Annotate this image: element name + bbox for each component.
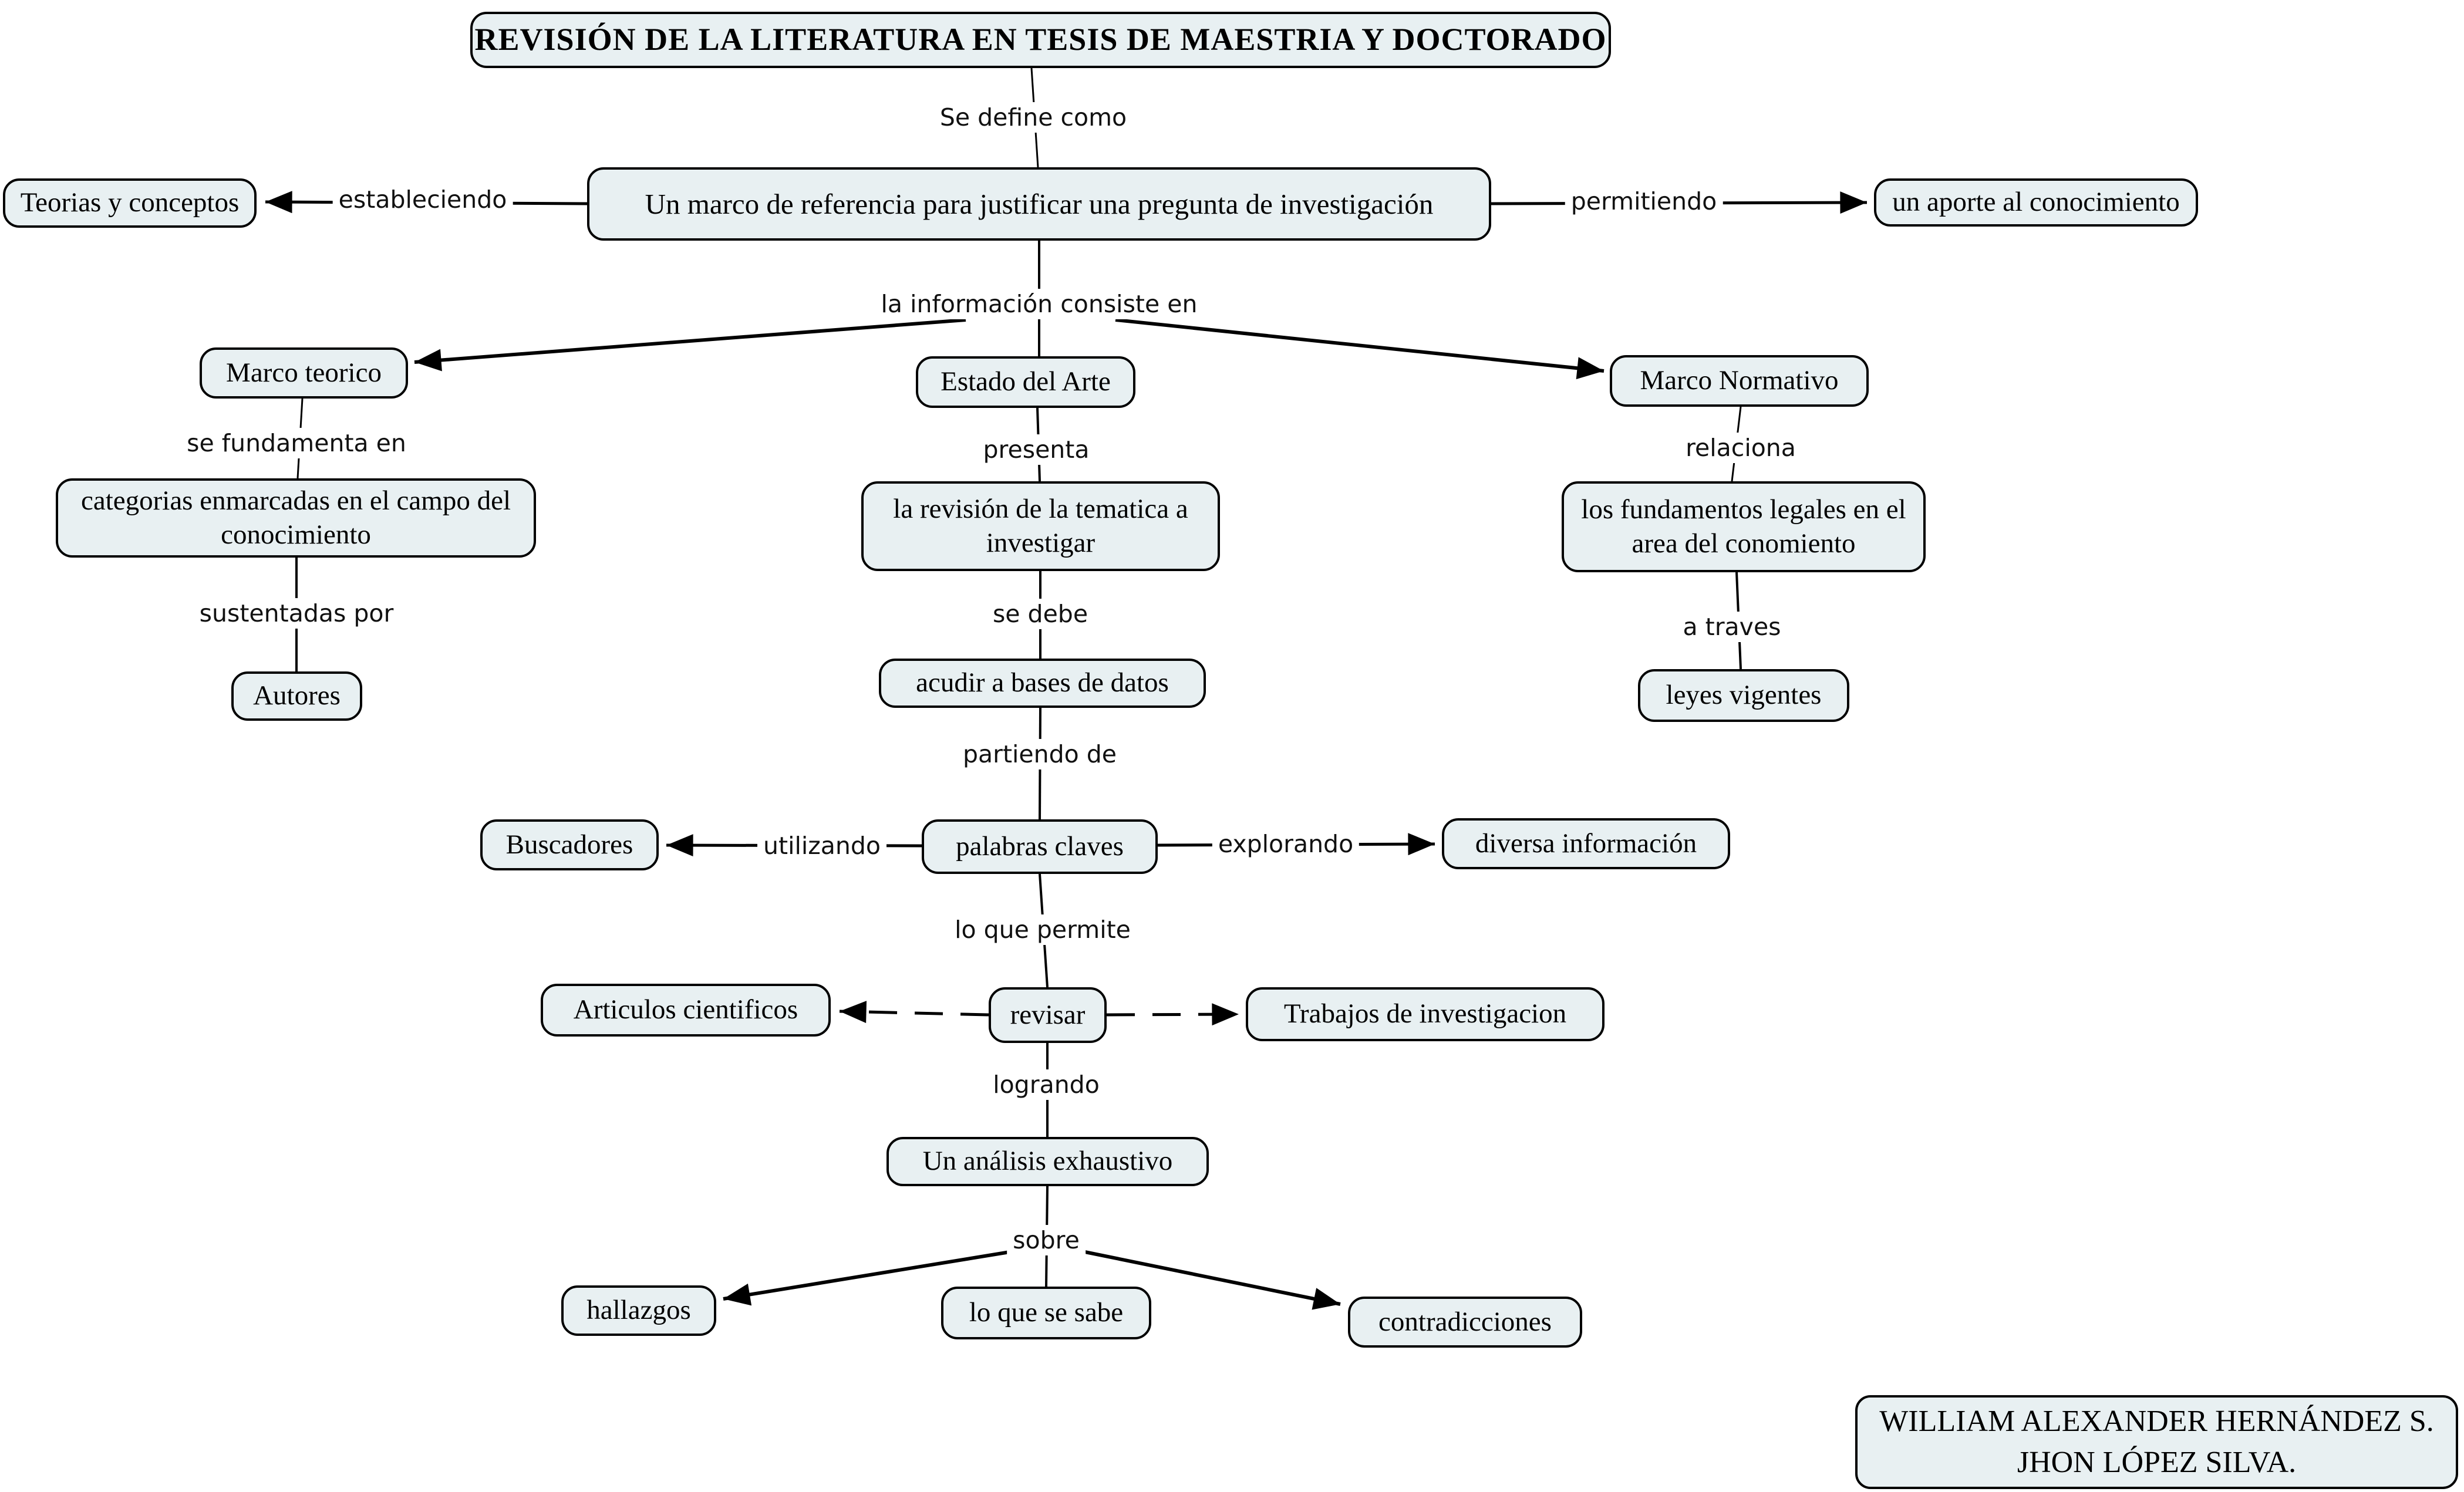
connector-arrow [723,1250,1010,1306]
node-contradicciones: contradicciones [1348,1297,1582,1348]
edge-label-relaciona: relaciona [1680,433,1802,463]
node-autores: Autores [231,671,362,721]
node-main-definition: Un marco de referencia para justificar u… [587,167,1491,241]
edge-label-permitiendo: permitiendo [1565,186,1723,217]
node-hallazgos: hallazgos [561,1285,716,1336]
node-leyes-vigentes: leyes vigentes [1638,669,1849,722]
node-buscadores: Buscadores [480,819,659,870]
edge-label-presenta: presenta [977,434,1096,465]
edge-label-la-informacion: la información consiste en [875,289,1204,319]
node-revision-tematica: la revisión de la tematica a investigar [861,481,1220,571]
edge-label-se-define-como: Se define como [933,102,1133,133]
node-trabajos-investigacion: Trabajos de investigacion [1246,987,1605,1041]
node-marco-normativo: Marco Normativo [1610,355,1869,407]
node-acudir-bases-datos: acudir a bases de datos [879,659,1206,708]
edge-label-partiendo: partiendo de [956,739,1123,769]
node-marco-teorico: Marco teorico [200,347,408,399]
edge-label-logrando: logrando [987,1069,1105,1100]
node-analisis-exhaustivo: Un análisis exhaustivo [886,1137,1209,1186]
credits-line-1: WILLIAM ALEXANDER HERNÁNDEZ S. [1879,1404,2434,1438]
credits-box: WILLIAM ALEXANDER HERNÁNDEZ S. JHON LÓPE… [1855,1395,2458,1489]
connector-arrow [1084,1250,1341,1310]
node-lo-que-se-sabe: lo que se sabe [941,1287,1151,1339]
credits-line-2: JHON LÓPEZ SILVA. [2017,1446,2297,1479]
connector-arrow-dashed [1106,1003,1239,1026]
node-aporte-al-conocimiento: un aporte al conocimiento [1874,178,2198,227]
node-estado-del-arte: Estado del Arte [916,356,1135,408]
node-articulos-cientificos: Articulos cientificos [541,984,831,1037]
edge-label-se-debe: se debe [986,599,1094,629]
node-title: REVISIÓN DE LA LITERATURA EN TESIS DE MA… [470,12,1611,68]
node-teorias-y-conceptos: Teorias y conceptos [3,178,257,228]
node-diversa-informacion: diversa información [1442,818,1730,869]
node-categorias: categorias enmarcadas en el campo del co… [56,478,536,558]
connector-arrow-dashed [839,1001,989,1024]
edge-label-explorando: explorando [1212,829,1360,859]
edge-label-se-fundamenta: se fundamenta en [181,428,412,458]
node-palabras-claves: palabras claves [922,819,1158,874]
edge-label-estableciendo: estableciendo [332,184,513,215]
edge-label-a-traves: a traves [1677,612,1787,642]
edge-label-sobre: sobre [1007,1225,1086,1255]
edge-label-utilizando: utilizando [757,831,886,861]
connector-arrow [1115,318,1605,380]
node-fundamentos-legales: los fundamentos legales en el area del c… [1562,481,1926,572]
node-revisar: revisar [989,987,1107,1043]
connector-arrow [414,318,966,372]
edge-label-lo-que-permite: lo que permite [949,914,1137,945]
edge-label-sustentadas: sustentadas por [193,598,400,629]
